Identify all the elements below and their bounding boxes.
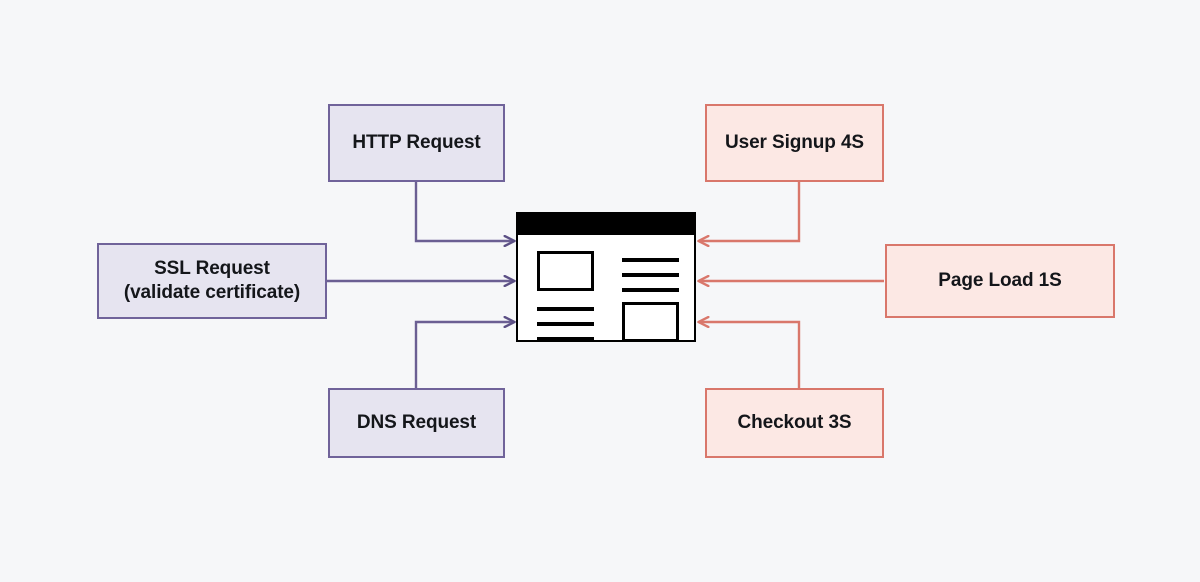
node-dns-request-label: DNS Request	[356, 411, 477, 433]
content-text-line-1	[622, 258, 679, 262]
content-text-line-5	[537, 322, 594, 326]
node-ssl-request-label-line2: (validate certificate)	[123, 282, 301, 303]
connector-dns-request	[414, 315, 516, 388]
node-page-load-label: Page Load 1S	[938, 269, 1062, 291]
connector-checkout	[697, 315, 801, 388]
content-image-placeholder-top-left	[537, 251, 594, 291]
content-text-line-4	[537, 307, 594, 311]
node-checkout[interactable]: Checkout 3S	[705, 388, 884, 458]
browser-content-area	[518, 235, 694, 342]
connector-user-signup	[697, 182, 801, 248]
node-ssl-request[interactable]: SSL Request (validate certificate)	[97, 243, 327, 319]
content-image-placeholder-bottom-right	[622, 302, 679, 342]
connector-http-request	[414, 182, 516, 248]
content-text-line-2	[622, 273, 679, 277]
content-text-line-3	[622, 288, 679, 292]
browser-window-mockup	[516, 212, 696, 342]
node-ssl-request-label-group: SSL Request (validate certificate)	[124, 257, 300, 306]
node-ssl-request-label-line1: SSL Request	[154, 257, 270, 279]
node-http-request-label: HTTP Request	[352, 131, 481, 153]
node-user-signup-label: User Signup 4S	[724, 131, 865, 153]
node-http-request[interactable]: HTTP Request	[328, 104, 505, 182]
node-dns-request[interactable]: DNS Request	[328, 388, 505, 458]
content-text-line-6	[537, 337, 594, 341]
node-page-load[interactable]: Page Load 1S	[885, 244, 1115, 318]
node-checkout-label: Checkout 3S	[737, 411, 852, 433]
browser-titlebar	[518, 214, 694, 235]
node-user-signup[interactable]: User Signup 4S	[705, 104, 884, 182]
